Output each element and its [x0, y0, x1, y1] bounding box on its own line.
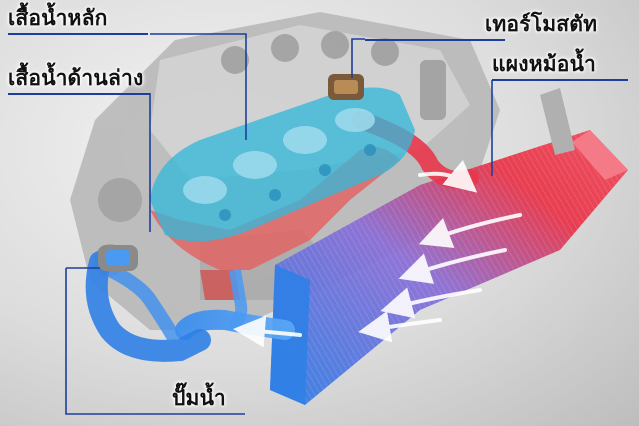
label-lower-jacket-text: เสื้อน้ำด้านล่าง — [8, 66, 144, 90]
cold-pipe-lower — [85, 251, 211, 362]
label-radiator-text: แผงหม้อน้ำ — [492, 52, 596, 76]
leader-lines — [65, 33, 493, 415]
label-lower-jacket: เสื้อน้ำด้านล่าง — [8, 66, 150, 95]
label-thermostat: เทอร์โมสตัท — [365, 12, 598, 41]
label-underline — [492, 79, 628, 81]
label-upper-jacket-text: เสื้อน้ำหลัก — [8, 6, 108, 30]
flow-arrows — [233, 159, 522, 348]
label-underline — [8, 93, 150, 95]
label-water-pump: ปั๊มน้ำ — [172, 386, 226, 410]
upper-jacket — [150, 87, 415, 242]
water-pump-part — [98, 245, 138, 271]
thermostat-part — [328, 74, 364, 100]
label-thermostat-text: เทอร์โมสตัท — [485, 12, 598, 36]
label-underline — [365, 39, 505, 41]
label-underline — [8, 33, 148, 35]
label-upper-jacket: เสื้อน้ำหลัก — [8, 6, 148, 35]
label-radiator: แผงหม้อน้ำ — [492, 52, 628, 81]
label-water-pump-text: ปั๊มน้ำ — [172, 386, 226, 410]
